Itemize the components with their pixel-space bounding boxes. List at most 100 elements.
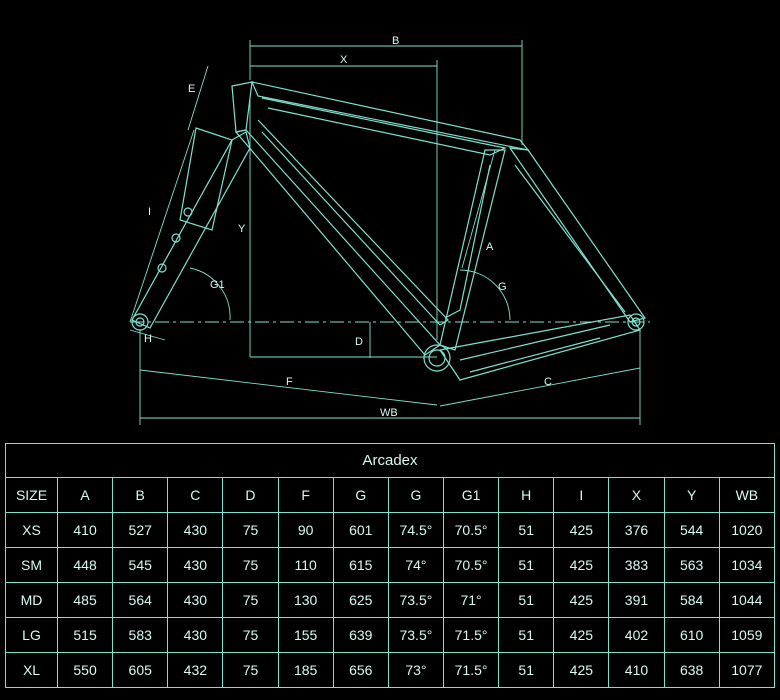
- table-title: Arcadex: [5, 443, 775, 478]
- dim-A: [461, 149, 496, 269]
- value-cell: 74.5°: [387, 512, 444, 548]
- value-cell: 425: [553, 652, 610, 688]
- value-cell: 71.5°: [442, 617, 500, 653]
- value-cell: 425: [553, 617, 610, 653]
- header-cell: G: [387, 477, 444, 513]
- value-cell: 430: [167, 582, 224, 618]
- label-B: B: [392, 35, 399, 47]
- dim-H: [129, 329, 166, 341]
- header-cell: F: [277, 477, 334, 513]
- header-cell: H: [498, 477, 555, 513]
- fork-blade: [131, 131, 251, 329]
- dim-E: [187, 65, 209, 131]
- value-cell: 51: [498, 652, 555, 688]
- header-cell: G: [332, 477, 389, 513]
- value-cell: 51: [498, 582, 555, 618]
- down-tube-inner: [257, 119, 449, 326]
- label-A: A: [486, 241, 494, 253]
- value-cell: 1077: [718, 652, 776, 688]
- header-cell: G1: [442, 477, 500, 513]
- header-cell: Y: [663, 477, 720, 513]
- top-tube: [250, 81, 530, 151]
- top-tube-inner: [261, 97, 507, 156]
- value-cell: 383: [608, 547, 665, 583]
- header-cell: SIZE: [5, 477, 58, 513]
- value-cell: 410: [56, 512, 114, 548]
- label-G: G: [498, 281, 507, 293]
- value-cell: 432: [167, 652, 224, 688]
- value-cell: 527: [112, 512, 169, 548]
- value-cell: 656: [332, 652, 389, 688]
- value-cell: 110: [277, 547, 334, 583]
- value-cell: 639: [332, 617, 389, 653]
- label-H: H: [144, 333, 152, 345]
- value-cell: 625: [332, 582, 389, 618]
- value-cell: 563: [663, 547, 720, 583]
- value-cell: 610: [663, 617, 720, 653]
- size-cell: LG: [5, 617, 58, 653]
- value-cell: 1034: [718, 547, 776, 583]
- size-cell: XL: [5, 652, 58, 688]
- value-cell: 51: [498, 512, 555, 548]
- size-cell: SM: [5, 547, 58, 583]
- value-cell: 544: [663, 512, 720, 548]
- value-cell: 1020: [718, 512, 776, 548]
- value-cell: 70.5°: [442, 512, 500, 548]
- header-cell: X: [608, 477, 665, 513]
- value-cell: 75: [222, 582, 279, 618]
- label-F: F: [286, 376, 293, 388]
- value-cell: 75: [222, 617, 279, 653]
- value-cell: 485: [56, 582, 114, 618]
- dim-G: [459, 269, 511, 321]
- value-cell: 1044: [718, 582, 776, 618]
- seat-stay-inner: [514, 164, 626, 313]
- seat-tube-inner: [444, 164, 491, 319]
- header-cell: D: [222, 477, 279, 513]
- value-cell: 90: [277, 512, 334, 548]
- label-G1: G1: [210, 279, 225, 291]
- label-X: X: [340, 54, 348, 66]
- label-WB: WB: [380, 407, 398, 419]
- value-cell: 605: [112, 652, 169, 688]
- header-cell: WB: [718, 477, 776, 513]
- value-cell: 410: [608, 652, 665, 688]
- bottom-bracket: [423, 344, 451, 372]
- bottom-bracket-inner: [428, 349, 446, 367]
- header-row: SIZE A B C D F G G G1 H I X Y WB: [5, 477, 776, 513]
- dim-D: [250, 322, 437, 358]
- dim-F: [139, 369, 438, 406]
- value-cell: 71°: [442, 582, 500, 618]
- value-cell: 402: [608, 617, 665, 653]
- value-cell: 584: [663, 582, 720, 618]
- value-cell: 51: [498, 547, 555, 583]
- steerer: [179, 127, 233, 231]
- value-cell: 615: [332, 547, 389, 583]
- value-cell: 73.5°: [387, 617, 444, 653]
- value-cell: 391: [608, 582, 665, 618]
- fork-bolt-3: [157, 263, 167, 273]
- fork-bolt-2: [171, 233, 181, 243]
- chain-stay-inner: [459, 324, 611, 373]
- value-cell: 430: [167, 547, 224, 583]
- fork-bolt-1: [183, 207, 193, 217]
- value-cell: 425: [553, 547, 610, 583]
- value-cell: 75: [222, 652, 279, 688]
- header-cell: C: [167, 477, 224, 513]
- value-cell: 185: [277, 652, 334, 688]
- value-cell: 155: [277, 617, 334, 653]
- seat-tube: [439, 149, 506, 351]
- value-cell: 545: [112, 547, 169, 583]
- dim-I: [129, 129, 195, 323]
- dim-B: [249, 40, 523, 145]
- value-cell: 601: [332, 512, 389, 548]
- label-I: I: [148, 206, 151, 218]
- dim-C: [439, 367, 641, 407]
- value-cell: 376: [608, 512, 665, 548]
- value-cell: 550: [56, 652, 114, 688]
- value-cell: 70.5°: [442, 547, 500, 583]
- value-cell: 515: [56, 617, 114, 653]
